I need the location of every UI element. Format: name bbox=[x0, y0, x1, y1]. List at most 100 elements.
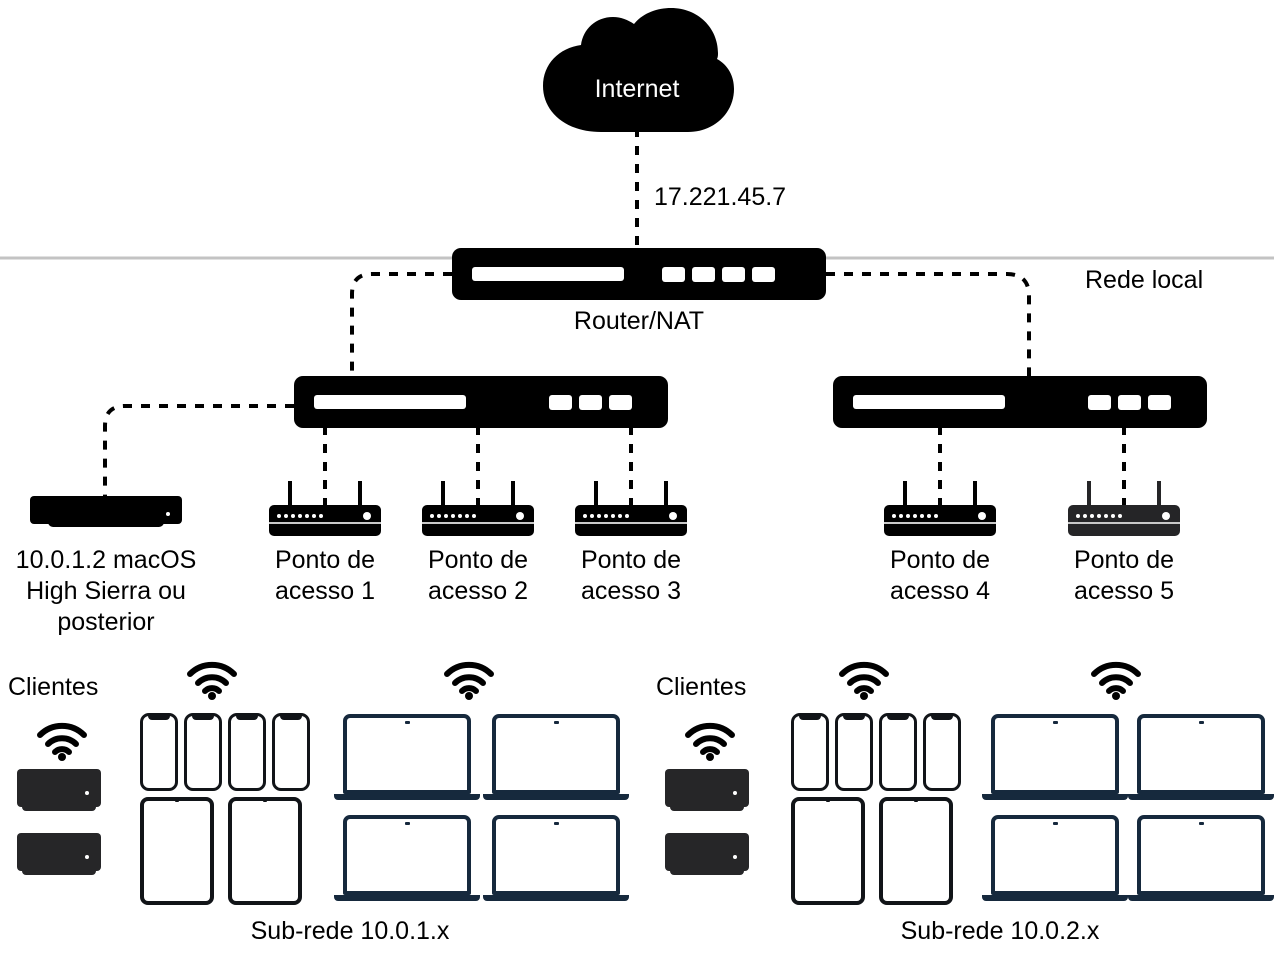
access-point-icon-1[interactable] bbox=[269, 481, 381, 536]
laptop-icon-1b[interactable] bbox=[483, 714, 629, 806]
laptop-2a-base bbox=[982, 794, 1128, 800]
laptop-1d-camera bbox=[554, 822, 559, 825]
access-point-label-4: Ponto de acesso 4 bbox=[889, 546, 991, 605]
ap3-seam bbox=[575, 522, 687, 524]
laptop-1b-camera bbox=[554, 721, 559, 724]
laptop-1c-lid bbox=[343, 815, 471, 895]
laptop-icon-2a[interactable] bbox=[982, 714, 1128, 806]
iphone-1b-notch bbox=[192, 715, 214, 720]
laptop-2c-base bbox=[982, 895, 1128, 901]
iphone-2c-notch bbox=[887, 715, 909, 720]
ipad-1b-camera bbox=[263, 799, 267, 802]
wifi-icon-minis-2 bbox=[684, 721, 736, 766]
switch2-port-2 bbox=[1118, 395, 1141, 410]
ap3-status-led bbox=[669, 512, 677, 520]
laptop-1b-lid bbox=[492, 714, 620, 794]
ap3-led-row bbox=[583, 514, 629, 518]
ap2-led-row bbox=[430, 514, 476, 518]
iphone-2a-notch bbox=[799, 715, 821, 720]
local-network-label: Rede local bbox=[1085, 266, 1204, 294]
iphone-icon-1b[interactable] bbox=[184, 713, 222, 791]
iphone-icon-1a[interactable] bbox=[140, 713, 178, 791]
wire-router-to-switch1 bbox=[350, 272, 452, 378]
laptop-1a-lid bbox=[343, 714, 471, 794]
ipad-2a-camera bbox=[826, 799, 830, 802]
ap5-antenna-right bbox=[1157, 481, 1161, 507]
mac-mini-icon-client-2b[interactable] bbox=[665, 833, 749, 879]
wan-ip-label: 17.221.45.7 bbox=[654, 183, 787, 211]
mac-mini-body bbox=[30, 496, 182, 524]
router-port-3 bbox=[722, 267, 745, 282]
laptop-2b-base bbox=[1128, 794, 1274, 800]
ipad-2b-camera bbox=[914, 799, 918, 802]
ap5-body bbox=[1068, 505, 1180, 536]
wire-router-to-switch2 bbox=[826, 272, 1031, 378]
mac-mini-icon-client-2a[interactable] bbox=[665, 769, 749, 815]
ap3-antenna-right bbox=[664, 481, 668, 507]
switch-icon-1[interactable] bbox=[294, 376, 668, 428]
wifi-icon-minis-1 bbox=[36, 721, 88, 766]
ap3-body bbox=[575, 505, 687, 536]
laptop-1d-base bbox=[483, 895, 629, 901]
access-point-icon-3[interactable] bbox=[575, 481, 687, 536]
ap1-status-led bbox=[363, 512, 371, 520]
switch1-faceplate-bar bbox=[314, 395, 466, 409]
laptop-1b-base bbox=[483, 794, 629, 800]
mac-mini-icon-server[interactable] bbox=[30, 496, 182, 530]
laptop-icon-1c[interactable] bbox=[334, 815, 480, 907]
ap5-antenna-left bbox=[1087, 481, 1091, 507]
ap4-status-led bbox=[978, 512, 986, 520]
server-label: 10.0.1.2 macOS High Sierra ou posterior bbox=[15, 546, 197, 636]
laptop-1c-base bbox=[334, 895, 480, 901]
laptop-2a-lid bbox=[991, 714, 1119, 794]
switch-icon-2[interactable] bbox=[833, 376, 1207, 428]
access-point-icon-2[interactable] bbox=[422, 481, 534, 536]
ipad-icon-2b[interactable] bbox=[879, 797, 953, 905]
subnet-label-1: Sub-rede 10.0.1.x bbox=[250, 917, 450, 945]
subnet-label-2: Sub-rede 10.0.2.x bbox=[900, 917, 1100, 945]
access-point-label-5: Ponto de acesso 5 bbox=[1073, 546, 1175, 605]
iphone-icon-2d[interactable] bbox=[923, 713, 961, 791]
laptop-2b-lid bbox=[1137, 714, 1265, 794]
iphone-icon-2c[interactable] bbox=[879, 713, 917, 791]
iphone-icon-2b[interactable] bbox=[835, 713, 873, 791]
ipad-icon-2a[interactable] bbox=[791, 797, 865, 905]
switch2-faceplate-bar bbox=[853, 395, 1005, 409]
ap1-antenna-right bbox=[358, 481, 362, 507]
mac-mini-foot bbox=[48, 522, 164, 527]
laptop-icon-2d[interactable] bbox=[1128, 815, 1274, 907]
ap3-antenna-left bbox=[594, 481, 598, 507]
iphone-2b-notch bbox=[843, 715, 865, 720]
laptop-icon-2c[interactable] bbox=[982, 815, 1128, 907]
client-mini-2a-foot bbox=[670, 805, 744, 811]
laptop-2b-camera bbox=[1199, 721, 1204, 724]
iphone-icon-1c[interactable] bbox=[228, 713, 266, 791]
iphone-1a-notch bbox=[148, 715, 170, 720]
ipad-icon-1a[interactable] bbox=[140, 797, 214, 905]
mac-mini-icon-client-1b[interactable] bbox=[17, 833, 101, 879]
access-point-icon-5[interactable] bbox=[1068, 481, 1180, 536]
client-mini-2a-led bbox=[733, 791, 737, 795]
ap4-led-row bbox=[892, 514, 938, 518]
mac-mini-icon-client-1a[interactable] bbox=[17, 769, 101, 815]
access-point-icon-4[interactable] bbox=[884, 481, 996, 536]
access-point-label-1: Ponto de acesso 1 bbox=[274, 546, 376, 605]
iphone-icon-2a[interactable] bbox=[791, 713, 829, 791]
ap1-body bbox=[269, 505, 381, 536]
laptop-2d-lid bbox=[1137, 815, 1265, 895]
ipad-icon-1b[interactable] bbox=[228, 797, 302, 905]
laptop-icon-1a[interactable] bbox=[334, 714, 480, 806]
client-mini-1b-led bbox=[85, 855, 89, 859]
client-mini-1b-foot bbox=[22, 869, 96, 875]
laptop-icon-1d[interactable] bbox=[483, 815, 629, 907]
ap4-antenna-right bbox=[973, 481, 977, 507]
wifi-icon-mobile-1 bbox=[186, 660, 238, 705]
laptop-2a-camera bbox=[1053, 721, 1058, 724]
router-icon[interactable] bbox=[452, 248, 826, 300]
laptop-1a-base bbox=[334, 794, 480, 800]
ap1-led-row bbox=[277, 514, 323, 518]
ap5-status-led bbox=[1162, 512, 1170, 520]
iphone-icon-1d[interactable] bbox=[272, 713, 310, 791]
laptop-icon-2b[interactable] bbox=[1128, 714, 1274, 806]
